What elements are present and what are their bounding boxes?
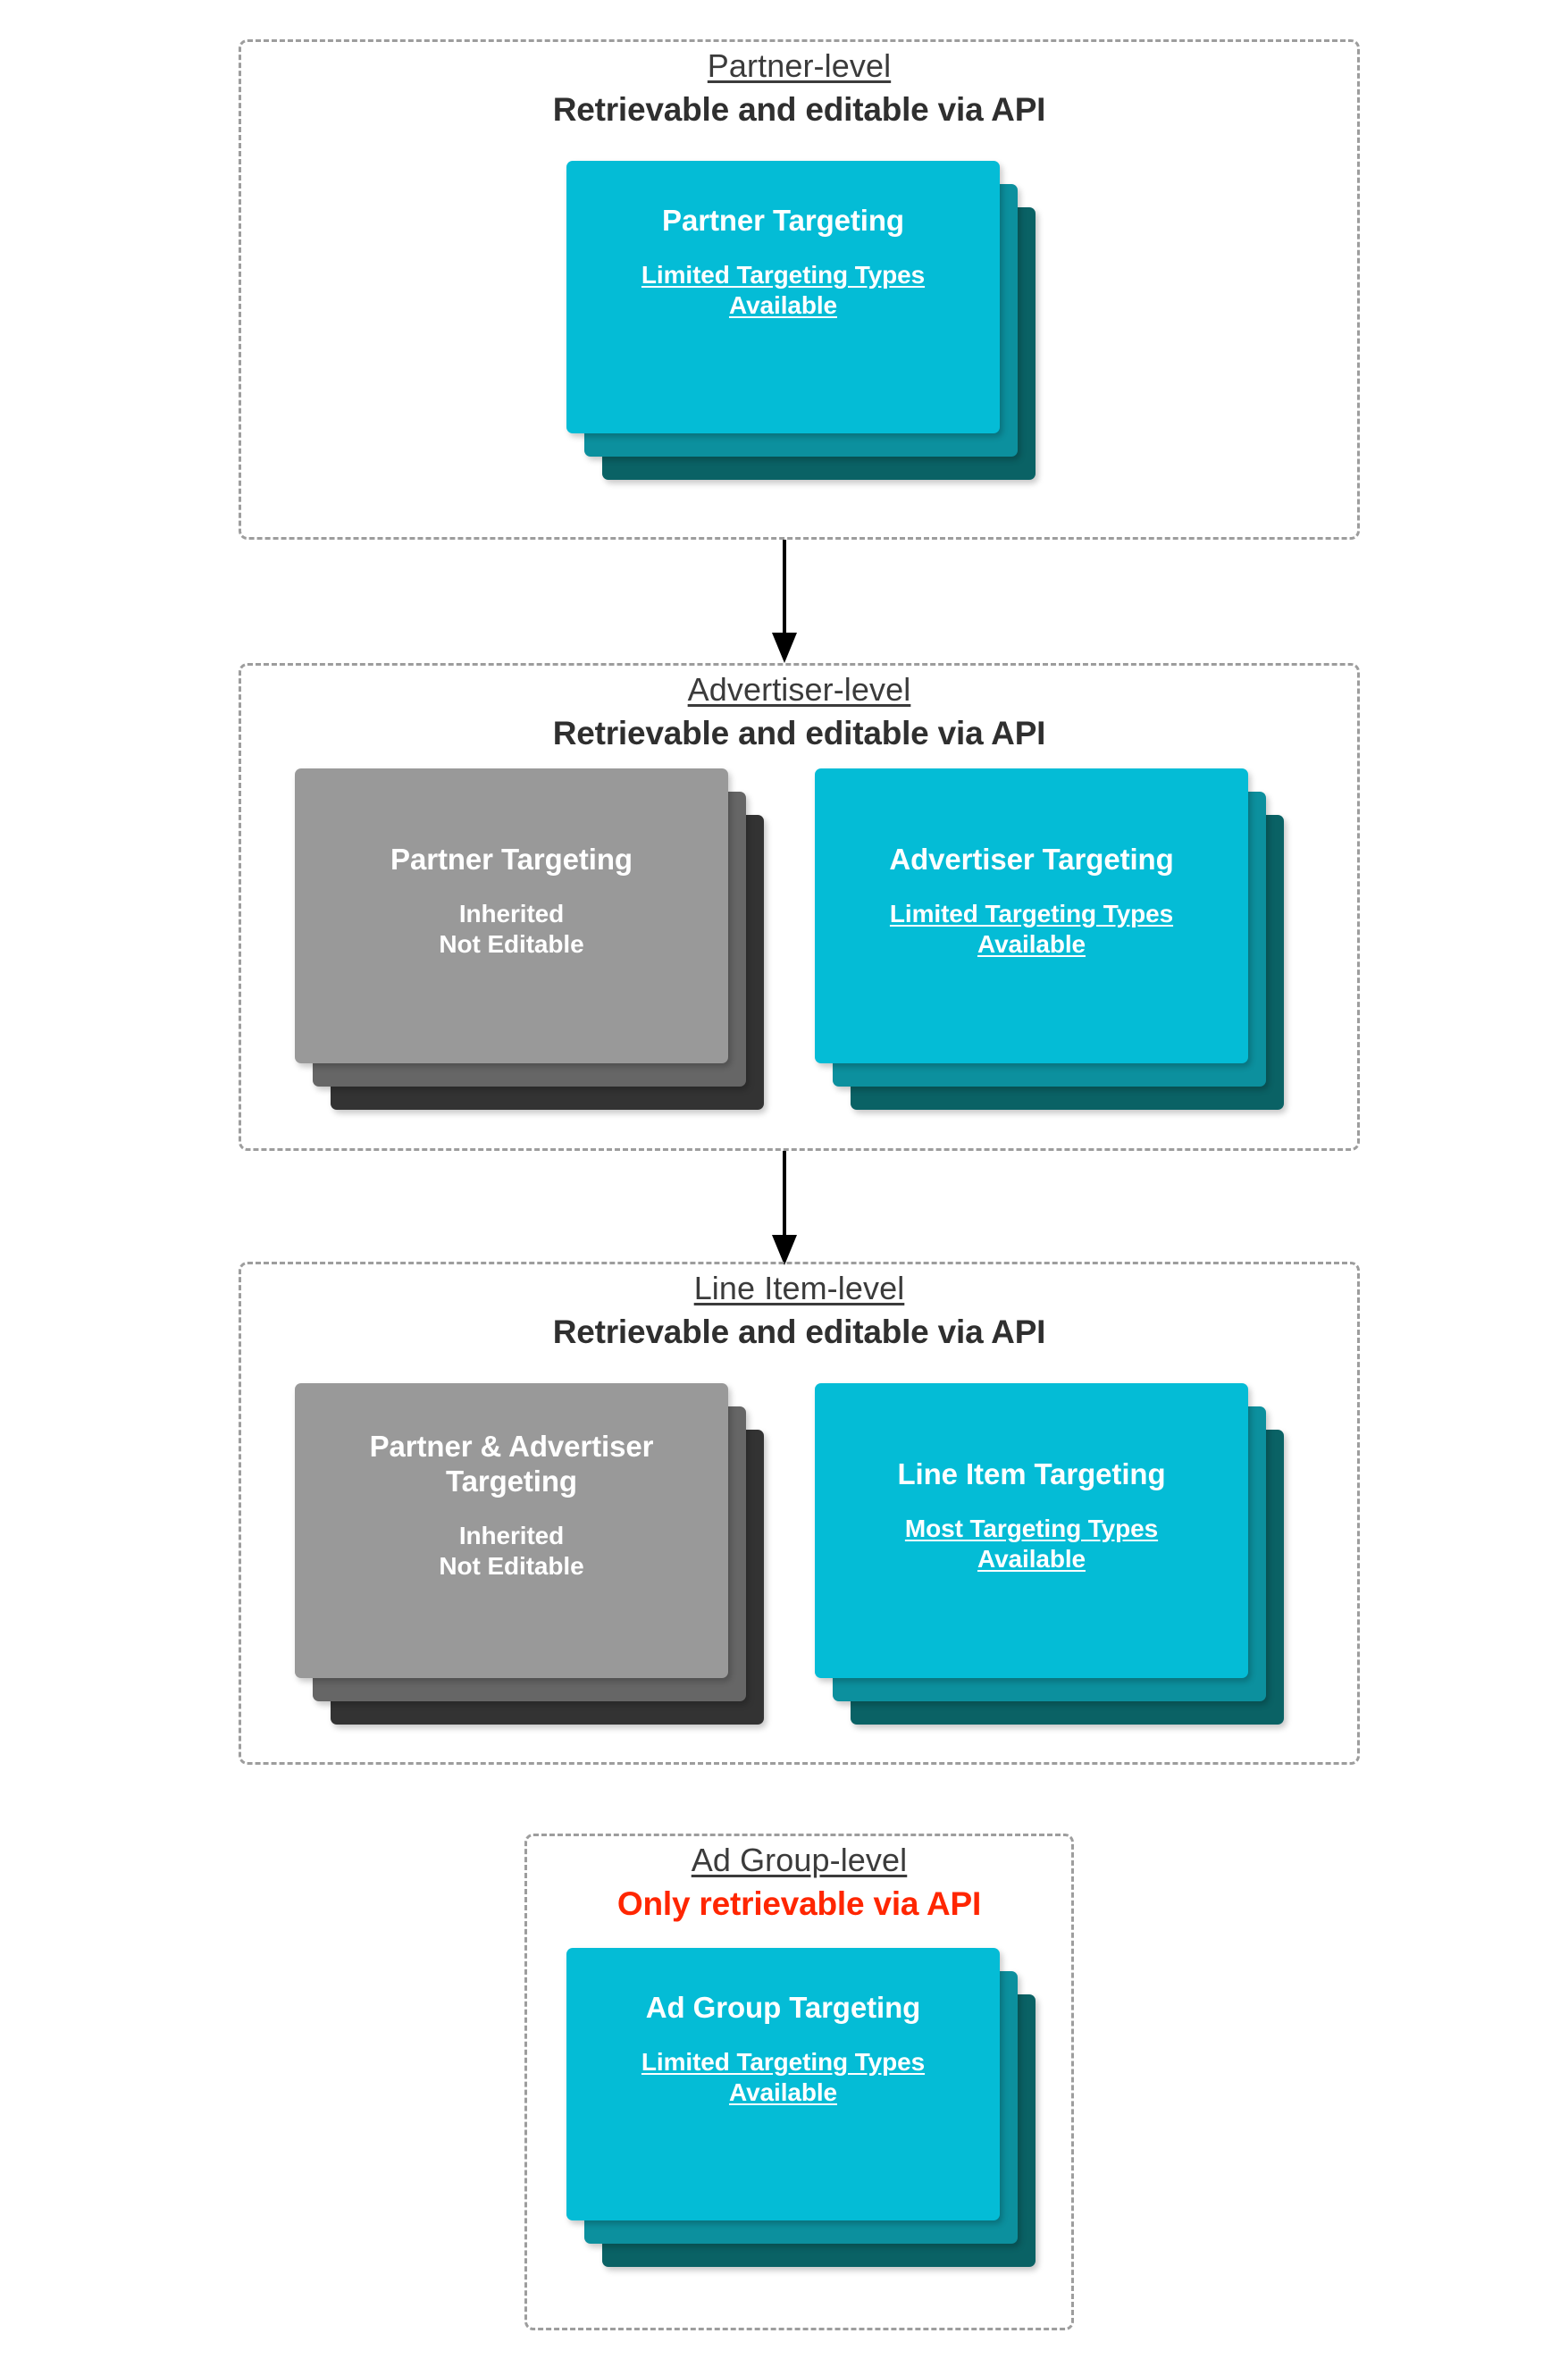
card-note: Inherited Not Editable	[439, 1521, 584, 1581]
card-title: Advertiser Targeting	[889, 843, 1174, 876]
card-line-item-targeting[interactable]: Line Item Targeting Most Targeting Types…	[815, 1383, 1248, 1678]
card-note: Limited Targeting Types Available	[641, 260, 926, 320]
card-ad-group-targeting[interactable]: Ad Group Targeting Limited Targeting Typ…	[566, 1948, 1000, 2220]
card-note: Most Targeting Types Available	[904, 1514, 1159, 1574]
card-title: Partner Targeting	[390, 843, 633, 876]
card-stack-partner-advertiser-targeting-inherited: Partner & Advertiser Targeting Inherited…	[295, 1383, 768, 1741]
card-body: Partner Targeting Inherited Not Editable	[295, 768, 728, 1063]
card-stack-partner-targeting: Partner Targeting Limited Targeting Type…	[566, 161, 1040, 483]
card-body: Partner & Advertiser Targeting Inherited…	[295, 1383, 728, 1678]
card-note: Inherited Not Editable	[439, 899, 584, 959]
card-note: Limited Targeting Types Available	[889, 899, 1174, 959]
card-body: Ad Group Targeting Limited Targeting Typ…	[566, 1948, 1000, 2220]
level-container-ad-group	[524, 1834, 1074, 2330]
card-title: Partner Targeting	[662, 204, 904, 237]
level-container-advertiser	[239, 663, 1360, 1151]
card-body: Advertiser Targeting Limited Targeting T…	[815, 768, 1248, 1063]
card-partner-targeting-inherited[interactable]: Partner Targeting Inherited Not Editable	[295, 768, 728, 1063]
card-partner-advertiser-targeting-inherited[interactable]: Partner & Advertiser Targeting Inherited…	[295, 1383, 728, 1678]
card-stack-line-item-targeting: Line Item Targeting Most Targeting Types…	[815, 1383, 1288, 1741]
card-title: Line Item Targeting	[897, 1457, 1166, 1490]
card-stack-partner-targeting-inherited: Partner Targeting Inherited Not Editable	[295, 768, 768, 1126]
connector-partner-to-advertiser	[772, 540, 797, 663]
card-advertiser-targeting[interactable]: Advertiser Targeting Limited Targeting T…	[815, 768, 1248, 1063]
connector-advertiser-to-line-item	[772, 1151, 797, 1265]
level-container-partner	[239, 39, 1360, 540]
card-title: Partner & Advertiser Targeting	[369, 1430, 654, 1498]
card-note: Limited Targeting Types Available	[641, 2047, 926, 2107]
card-title: Ad Group Targeting	[645, 1991, 921, 2024]
card-body: Line Item Targeting Most Targeting Types…	[815, 1383, 1248, 1678]
card-stack-ad-group-targeting: Ad Group Targeting Limited Targeting Typ…	[566, 1948, 1040, 2287]
card-body: Partner Targeting Limited Targeting Type…	[566, 161, 1000, 433]
card-partner-targeting[interactable]: Partner Targeting Limited Targeting Type…	[566, 161, 1000, 433]
card-stack-advertiser-targeting: Advertiser Targeting Limited Targeting T…	[815, 768, 1288, 1126]
level-container-line-item	[239, 1262, 1360, 1765]
